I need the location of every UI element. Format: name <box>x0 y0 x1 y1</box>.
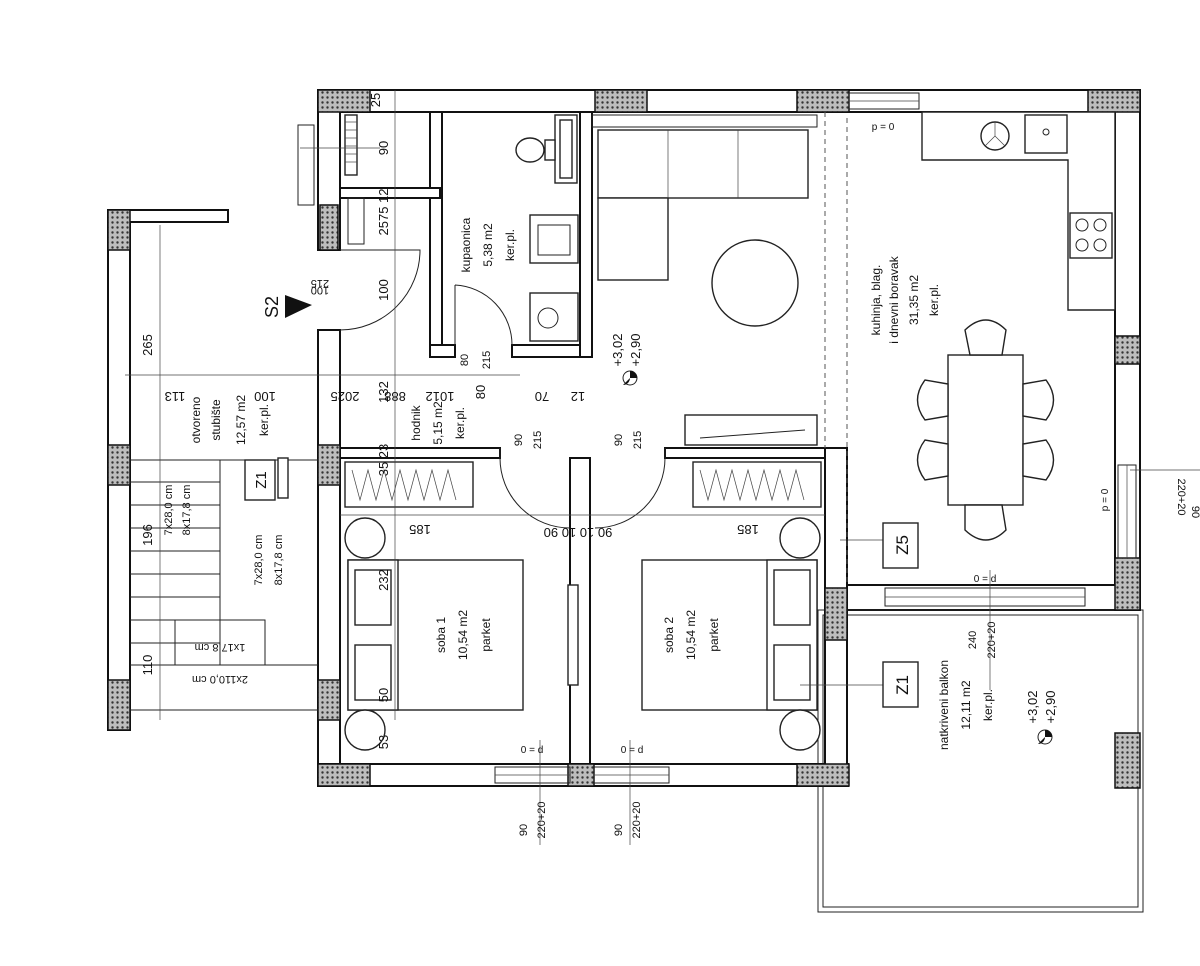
opening-r2-w: 90 <box>613 434 625 446</box>
level-center-a: +3,02 <box>610 334 625 367</box>
bedroom-furniture <box>344 461 822 751</box>
dimension-lines <box>125 90 1200 845</box>
dim-2575: 2575 12 <box>376 189 391 236</box>
bathroom-floor: ker.pl. <box>503 229 517 261</box>
doors <box>339 249 666 529</box>
balcony-name: natkriveni balkon <box>937 660 951 750</box>
stair-area: 12,57 m2 <box>234 395 248 445</box>
opening-r1-w: 90 <box>513 434 525 446</box>
level-marker-center <box>622 370 638 386</box>
room2-area: 10,54 m2 <box>684 610 698 660</box>
bathroom-area: 5,38 m2 <box>481 223 495 267</box>
dim-mid: 90 10 10 90 <box>544 525 613 540</box>
kitchen-name-2: i dnevni boravak <box>887 255 901 343</box>
z5-label: Z5 <box>893 535 912 555</box>
kitchen-name-1: kuhinja, blag. <box>869 265 883 336</box>
opening-s2-w: 100 <box>311 284 329 296</box>
window-mark-room2: 0 = d <box>621 745 644 756</box>
opening-r2-h: 215 <box>632 431 644 449</box>
dim-70: 70 <box>535 389 549 404</box>
z1-balcony-tag-box <box>882 661 919 708</box>
kitchen-floor: ker.pl. <box>927 284 941 316</box>
z1-stair-tag-box <box>244 459 276 501</box>
balcony-area: 12,11 m2 <box>959 680 973 729</box>
dim-185b: 185 <box>737 522 759 537</box>
dim-12: 12 <box>571 389 585 404</box>
z1-balcony-label: Z1 <box>893 675 912 695</box>
opening-room2-h: 220+20 <box>631 801 643 838</box>
level-balcony-b: +2,90 <box>1043 691 1058 724</box>
dim-113: 113 <box>165 389 186 404</box>
stair-name-2: stubište <box>209 399 223 441</box>
dim-3523: 35 23 <box>376 444 391 477</box>
dim-1012: 1012 <box>426 389 455 404</box>
room1-area: 10,54 m2 <box>456 610 470 660</box>
dim-80: 80 <box>473 385 488 399</box>
dim-888: 888 <box>384 389 406 404</box>
opening-bath-h: 215 <box>481 351 493 369</box>
window-mark-room1: 0 = d <box>521 745 544 756</box>
hall-floor: ker.pl. <box>453 407 467 439</box>
opening-room1-h: 220+20 <box>536 801 548 838</box>
level-center-b: +2,90 <box>628 334 643 367</box>
opening-right-h: 220+20 <box>1175 478 1187 515</box>
stairs-flight1-b: 8x17,8 cm <box>181 485 193 536</box>
hall-name: hodnik <box>409 404 423 440</box>
room1-name: soba 1 <box>434 617 448 653</box>
dim-132: 132 <box>376 381 391 403</box>
opening-balcony-w: 240 <box>967 631 979 649</box>
stair-floor: ker.pl. <box>257 404 271 436</box>
dim-185a: 185 <box>409 522 431 537</box>
opening-room2-w: 90 <box>613 824 625 836</box>
balcony-floor: ker.pl. <box>981 689 995 721</box>
kitchen-area: 31,35 m2 <box>907 275 921 325</box>
window-mark-top: p = 0 <box>872 122 895 133</box>
room2-name: soba 2 <box>662 617 676 653</box>
dim-2025: 2025 <box>331 389 360 404</box>
dim-25: 25 <box>368 93 383 107</box>
z5-tag-box <box>882 522 919 569</box>
stair-name-1: otvoreno <box>189 396 203 443</box>
window-mark-balcony: 0 = d <box>974 574 997 585</box>
windows <box>297 92 1137 784</box>
stair <box>130 457 318 711</box>
stairs-flight2-a: 7x28,0 cm <box>253 535 265 586</box>
opening-bath-w: 80 <box>459 354 471 366</box>
opening-s2-h: 215 <box>311 277 329 289</box>
dim-90: 90 <box>376 141 391 155</box>
dim-100b: 100 <box>376 279 391 301</box>
bathroom-name: kupaonica <box>459 217 473 272</box>
z1-stair-label: Z1 <box>253 471 270 489</box>
hall-area: 5,15 m2 <box>431 401 445 445</box>
stairs-landing-b: 2x110,0 cm <box>192 673 248 685</box>
furniture <box>591 111 1116 585</box>
dim-232: 232 <box>376 569 391 591</box>
section-arrow-s2 <box>285 295 312 318</box>
bathroom-fixtures <box>344 114 579 342</box>
room1-floor: parket <box>479 618 493 652</box>
stairs-flight2-b: 8x17,8 cm <box>273 535 285 586</box>
stairs-flight1-a: 7x28,0 cm <box>163 485 175 536</box>
room2-floor: parket <box>707 618 721 652</box>
level-balcony-a: +3,02 <box>1025 691 1040 724</box>
dim-110: 110 <box>140 655 155 676</box>
dim-196: 196 <box>140 524 155 546</box>
dim-50: 50 <box>376 688 391 702</box>
dim-53: 53 <box>376 735 391 749</box>
level-marker-balcony <box>1037 729 1053 745</box>
columns <box>107 89 1141 789</box>
s2-label: S2 <box>262 296 282 318</box>
stairs-landing-a: 1x17,8 cm <box>195 641 246 653</box>
dim-265: 265 <box>140 334 155 356</box>
opening-room1-w: 90 <box>518 824 530 836</box>
opening-right-w: 90 <box>1189 506 1200 518</box>
opening-r1-h: 215 <box>532 431 544 449</box>
opening-balcony-h: 220+20 <box>986 621 998 658</box>
window-mark-right: p = 0 <box>1100 488 1111 511</box>
dim-100a: 100 <box>254 389 276 404</box>
